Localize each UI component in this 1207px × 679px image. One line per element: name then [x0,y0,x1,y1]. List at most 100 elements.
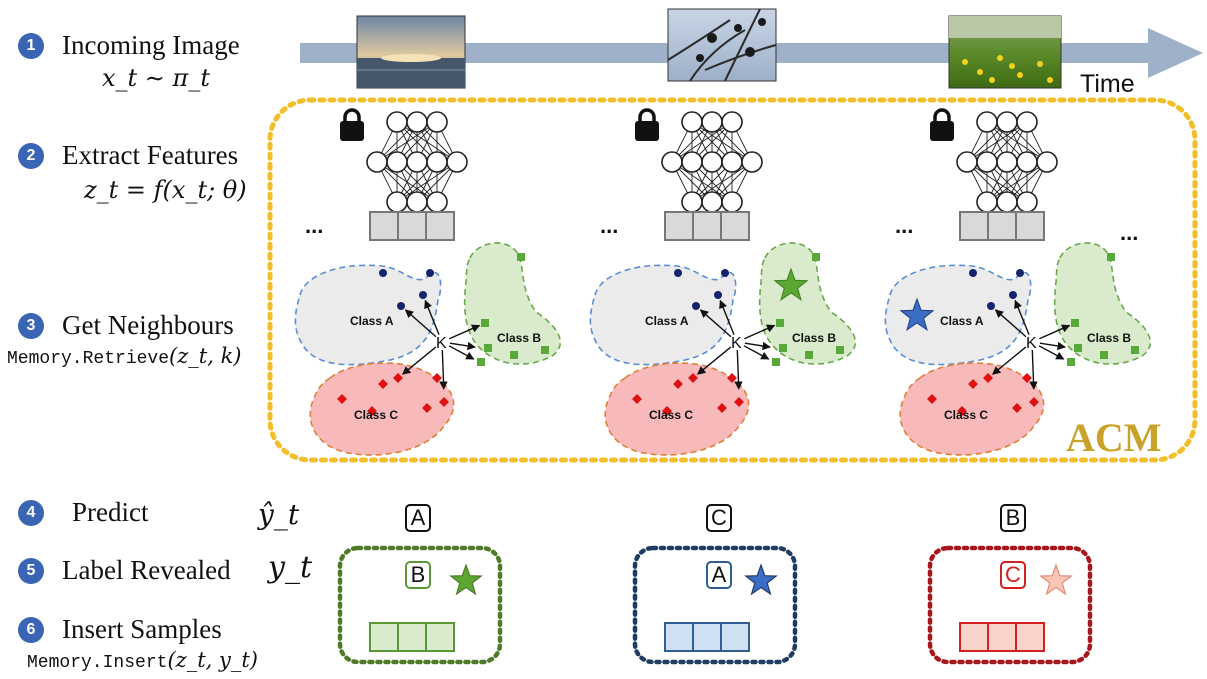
class-c-point [968,379,978,389]
step-4-predict: 4 Predict [18,497,148,528]
feature-embedding-cell [397,211,427,241]
network-neuron [1036,151,1058,173]
feature-embedding-cell [959,211,989,241]
class-c-point [957,406,967,416]
ellipsis: ... [600,213,618,238]
step-title: Extract Features [62,140,239,170]
prediction-symbol: ŷ_t [258,498,300,531]
step-number-badge: 5 [18,557,44,584]
neighbour-arrow [991,346,1027,375]
neighbour-arrow [743,345,770,360]
inserted-memory-cell [425,622,455,652]
step-number-badge: 3 [18,312,44,339]
network-neuron [701,191,723,213]
class-b-label: Class B [1087,331,1131,345]
step-number-badge: 1 [18,32,44,59]
network-neuron [426,191,448,213]
incoming-image-branches [667,8,777,82]
neighbour-arrow [744,324,776,340]
class-b-point [1100,351,1108,359]
ellipsis: ... [305,213,323,238]
class-b-point [776,319,784,327]
step-title: Label Revealed [62,555,231,585]
class-b-region [1053,242,1152,365]
class-b-point [1131,346,1139,354]
network-neuron [721,111,743,133]
inserted-memory-cell [720,622,750,652]
step-number-badge: 2 [18,142,44,169]
network-neuron [681,111,703,133]
feature-embedding-cell [987,211,1017,241]
inserted-memory-cell [692,622,722,652]
incoming-image-formula: x_t ∼ π_t [102,64,210,92]
class-c-point [717,403,727,413]
network-neuron [996,151,1018,173]
class-c-point [927,394,937,404]
inserted-memory-cell [959,622,989,652]
feature-embedding-cell [720,211,750,241]
step-title: Predict [72,497,149,527]
inserted-memory-cell [987,622,1017,652]
acm-region [267,97,1198,463]
class-c-point [337,394,347,404]
class-b-point [481,319,489,327]
network-edge [671,121,733,163]
class-c-region [309,362,455,456]
acm-label: ACM [1066,415,1162,460]
neighbour-arrow [401,346,437,375]
feature-embedding-cell [1015,211,1045,241]
step-number-badge: 6 [18,616,44,643]
class-c-point [432,373,442,383]
neighbour-k-label: K [731,335,742,352]
label-revealed-box [337,545,503,665]
class-a-point [419,291,427,299]
inserted-memory-cell [664,622,694,652]
network-neuron [386,191,408,213]
feature-embedding-cell [425,211,455,241]
class-b-point [517,253,525,261]
neighbour-arrow [449,341,476,351]
network-neuron [661,151,683,173]
step-3-get-neighbours: 3 Get Neighbours [18,310,234,341]
feature-embedding-cell [369,211,399,241]
insert-function-args: (z_t, y_t) [167,648,258,672]
lock-body [635,121,659,141]
class-a-point [987,302,995,310]
class-c-label: Class C [944,408,988,422]
class-b-region [758,242,857,365]
class-b-point [1074,344,1082,352]
class-c-point [983,373,993,383]
network-neuron [446,151,468,173]
class-a-point [674,269,682,277]
class-c-point [1029,397,1039,407]
revealed-label-letter-1: B [405,561,431,589]
neighbour-arrow [744,341,771,351]
neighbour-k-label: K [1026,335,1037,352]
network-neuron [721,191,743,213]
network-neuron [976,111,998,133]
class-c-point [688,373,698,383]
feature-embedding-cell [664,211,694,241]
network-edge [396,161,458,203]
network-edge [376,121,438,163]
prediction-letter-2: C [706,504,732,532]
neighbour-arrow [1038,345,1065,360]
step-5-label-revealed: 5 Label Revealed [18,555,231,586]
network-neuron [721,151,743,173]
inserted-memory-cell [1015,622,1045,652]
neighbour-arrow [734,349,743,390]
class-b-point [836,346,844,354]
time-axis-label: Time [1080,70,1135,98]
prediction-letter-3: B [1000,504,1026,532]
network-neuron [366,151,388,173]
class-a-region [884,264,1032,366]
network-neuron [701,111,723,133]
neighbour-arrow [1039,324,1071,340]
step-6-insert-samples: 6 Insert Samples [18,614,222,645]
class-b-point [541,346,549,354]
lock-body [340,121,364,141]
class-c-label: Class C [354,408,398,422]
